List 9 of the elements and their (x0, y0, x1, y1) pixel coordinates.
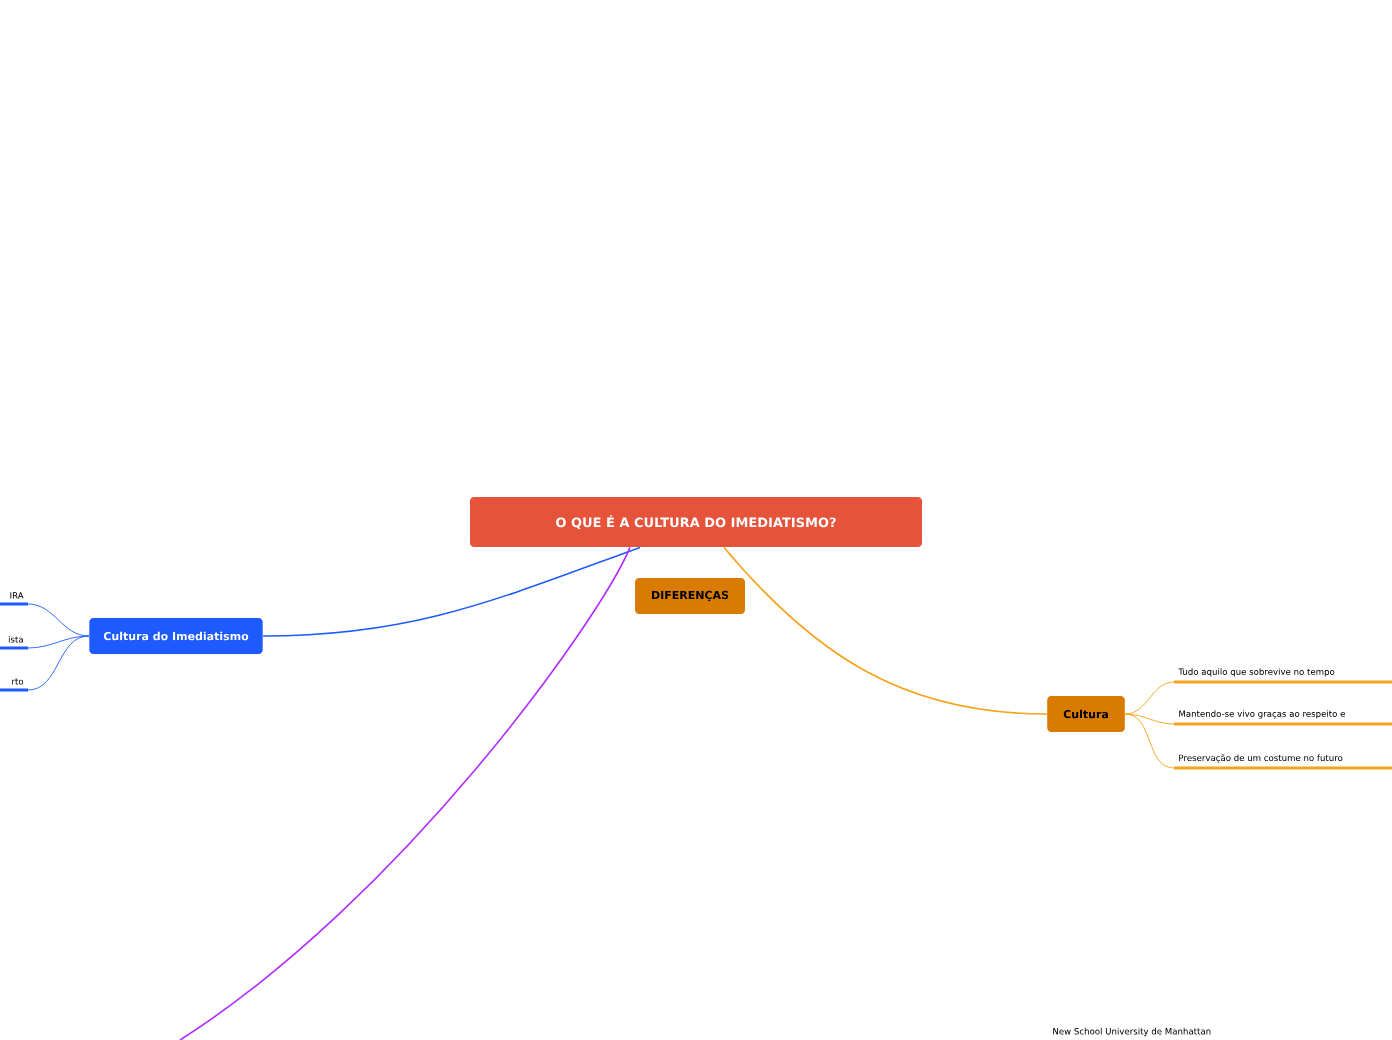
connector-line (1124, 681, 1175, 715)
connector-line (27, 635, 90, 691)
connector-line (179, 546, 631, 1040)
connector-line (262, 546, 641, 637)
connector-line (1124, 713, 1175, 769)
connector-line (27, 635, 90, 649)
connector-line (723, 546, 1048, 715)
connector-line (1124, 713, 1175, 725)
connector-line (27, 603, 90, 637)
